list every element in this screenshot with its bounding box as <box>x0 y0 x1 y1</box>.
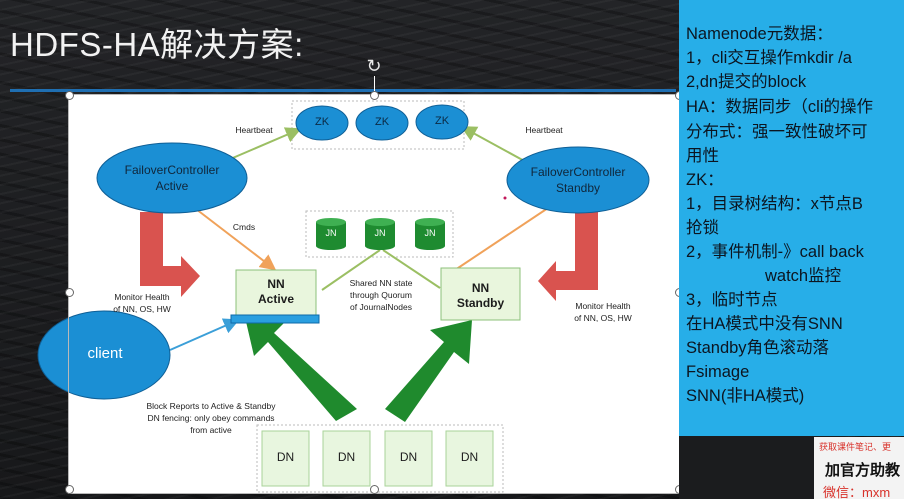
jn-node-2-label: JN <box>374 228 386 238</box>
client-label: client <box>87 345 123 362</box>
resize-handle-bottom[interactable] <box>370 485 379 494</box>
title-underline <box>10 89 676 92</box>
dn-node-3 <box>384 430 433 487</box>
nn-active-line2: Active <box>257 292 295 306</box>
monitor-left-line1: Monitor Health <box>114 292 170 302</box>
zk-node-2-label: ZK <box>374 116 390 128</box>
heartbeat-right-arrow <box>460 126 529 164</box>
jn-group-frame <box>305 210 454 258</box>
dn-group-frame <box>256 424 504 493</box>
notes-line-5: 分布式：强一致性破坏可 <box>686 123 868 141</box>
slide-title: HDFS-HA解决方案: <box>10 26 304 63</box>
jn-node-1-label: JN <box>325 228 337 238</box>
nn-standby-to-jn-line <box>382 249 441 289</box>
promo-line-3: 微信：mxm <box>823 485 891 499</box>
notes-panel: Namenode元数据： 1，cli交互操作mkdir /a 2,dn提交的bl… <box>679 0 904 436</box>
resize-handle-top-left[interactable] <box>65 91 74 100</box>
fc-standby-line2: Standby <box>555 181 601 195</box>
fc-active-line2: Active <box>155 179 189 193</box>
zk-node-1 <box>295 105 349 141</box>
dn-node-3-label: DN <box>399 450 418 464</box>
shared-state-line3: of JournalNodes <box>350 302 412 312</box>
stray-dot <box>503 196 507 200</box>
monitor-left-line2: of NN, OS, HW <box>113 304 171 314</box>
dn-node-4 <box>445 430 494 487</box>
dn-node-4-label: DN <box>460 450 479 464</box>
zk-node-3 <box>415 104 469 140</box>
notes-line-8: 1，目录树结构：x节点B <box>686 195 863 213</box>
shared-state-line2: through Quorum <box>350 290 412 300</box>
nn-active-client-bar <box>230 314 320 324</box>
nn-standby-box <box>440 267 521 321</box>
shared-state-line1: Shared NN state <box>349 278 413 288</box>
nn-active-to-jn-line <box>321 249 381 291</box>
notes-line-3: 2,dn提交的block <box>686 73 807 91</box>
notes-line-6: 用性 <box>686 147 719 165</box>
notes-line-11: watch监控 <box>765 267 842 285</box>
notes-line-2: 1，cli交互操作mkdir /a <box>686 49 852 67</box>
footer-gap <box>679 436 814 499</box>
notes-line-12: 3，临时节点 <box>686 291 778 309</box>
block-report-arrow-active <box>244 313 357 421</box>
heartbeat-left-arrow <box>227 127 302 161</box>
nn-active-line1: NN <box>267 277 285 291</box>
zk-node-2 <box>355 105 409 141</box>
nn-standby-line1: NN <box>471 281 490 295</box>
dn-node-2-label: DN <box>337 450 356 464</box>
jn-node-3 <box>415 218 445 250</box>
block-reports-line2: DN fencing: only obey commands <box>147 413 275 423</box>
cmds-line-standby <box>454 207 549 271</box>
fc-standby-ellipse <box>506 146 650 214</box>
fc-active-line1: FailoverController <box>124 163 220 177</box>
promo-line-1: 获取课件笔记、更 <box>819 442 892 452</box>
block-reports-line3: from active <box>190 425 232 435</box>
nn-active-box <box>235 269 317 316</box>
notes-line-15: Fsimage <box>686 363 750 381</box>
promo-line-2: 加官方助教 <box>825 462 901 479</box>
client-ellipse <box>37 310 171 400</box>
block-report-arrow-standby <box>385 320 472 422</box>
nn-standby-line2: Standby <box>456 296 505 310</box>
zk-node-3-label: ZK <box>434 115 450 127</box>
zk-node-1-label: ZK <box>314 116 330 128</box>
notes-line-9: 抢锁 <box>686 219 719 237</box>
rotate-handle-stem <box>374 76 375 95</box>
heartbeat-right-label: Heartbeat <box>525 125 563 135</box>
promo-footer: 获取课件笔记、更 加官方助教 微信：mxm <box>814 437 904 499</box>
cmds-label: Cmds <box>232 222 256 232</box>
resize-handle-left[interactable] <box>65 288 74 297</box>
notes-line-16: SNN(非HA模式) <box>686 387 805 405</box>
dn-node-1-label: DN <box>276 450 295 464</box>
block-reports-line1: Block Reports to Active & Standby <box>146 401 276 411</box>
heartbeat-left-label: Heartbeat <box>235 125 273 135</box>
cmds-arrow-active <box>195 208 277 271</box>
monitor-right-line2: of NN, OS, HW <box>574 313 632 323</box>
resize-handle-top[interactable] <box>370 91 379 100</box>
notes-line-14: Standby角色滚动落 <box>686 339 830 357</box>
notes-line-13: 在HA模式中没有SNN <box>686 315 843 333</box>
fc-standby-line1: FailoverController <box>530 165 626 179</box>
notes-line-7: ZK： <box>686 171 724 189</box>
dn-node-2 <box>322 430 371 487</box>
resize-handle-bottom-left[interactable] <box>65 485 74 494</box>
jn-node-3-label: JN <box>424 228 436 238</box>
jn-node-1 <box>316 218 346 250</box>
monitor-right-line1: Monitor Health <box>575 301 631 311</box>
monitor-left-arrow <box>140 212 200 297</box>
jn-node-2 <box>365 218 395 250</box>
monitor-right-arrow <box>538 212 598 301</box>
notes-line-10: 2，事件机制-》call back <box>686 243 864 261</box>
notes-line-1: Namenode元数据： <box>686 25 833 43</box>
fc-active-ellipse <box>96 142 248 214</box>
rotate-icon[interactable]: ↻ <box>366 56 382 76</box>
notes-line-4: HA：数据同步（cli的操作 <box>686 98 874 116</box>
client-to-nn-arrow <box>169 318 240 351</box>
dn-node-1 <box>261 430 310 487</box>
